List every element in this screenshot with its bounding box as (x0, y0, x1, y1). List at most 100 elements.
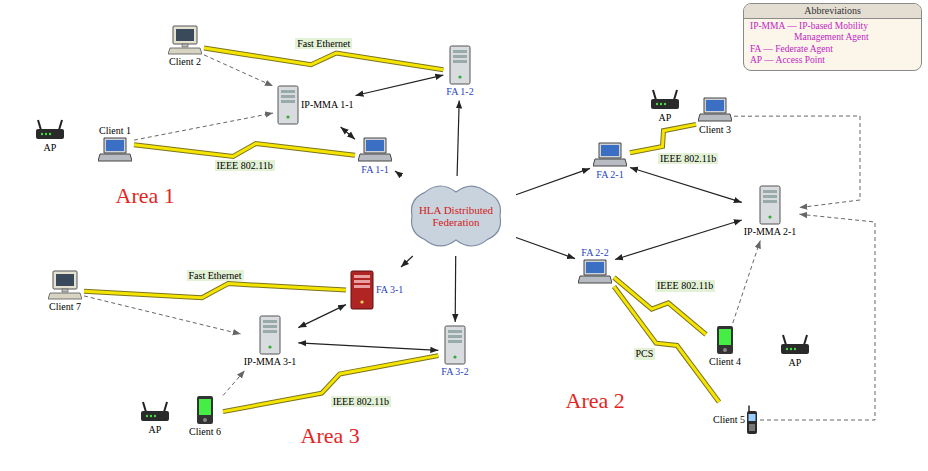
router-icon (140, 401, 170, 423)
device-label: AP (149, 424, 162, 436)
link-label-holder: IEEE 802.11b (215, 160, 275, 172)
laptop-icon (578, 259, 612, 285)
device-label: FA 2-1 (596, 169, 623, 181)
device-label: FA 1-1 (361, 164, 388, 176)
federation-link (298, 305, 346, 328)
cloud-label-holder: Area 3 (301, 423, 360, 448)
link-label: PCS (634, 348, 656, 360)
wireless-link (630, 124, 696, 152)
icon-part (763, 195, 777, 198)
device-label: IP-MMA 3-1 (244, 356, 297, 368)
icon-part (281, 100, 295, 103)
device-node: IP-MMA 2-1 (744, 185, 797, 238)
laptop-icon (98, 137, 132, 163)
cloud-label-holder: Area 1 (116, 183, 175, 208)
icon-part (263, 325, 277, 328)
redserver-icon (349, 270, 375, 310)
device-label: FA 1-2 (446, 86, 473, 98)
laptop-icon (698, 97, 732, 123)
icon-part (719, 329, 731, 345)
icon-part (260, 316, 280, 354)
router-icon (780, 334, 810, 356)
icon-part (781, 344, 809, 354)
device-label: FA 3-1 (376, 284, 403, 296)
device-label: FA 2-2 (581, 247, 608, 259)
bolt-fill (630, 124, 696, 152)
icon-part (458, 75, 461, 78)
icon-part (723, 348, 727, 352)
wireless-link (84, 284, 346, 298)
icon-part (36, 129, 64, 139)
icon-part (783, 335, 786, 345)
laptop-icon (593, 142, 627, 168)
icon-part (448, 335, 462, 338)
icon-part (366, 140, 384, 151)
device-label: Client 3 (699, 124, 731, 136)
device-node: IP-MMA 1-1 (276, 85, 354, 125)
abbreviation-heading: Abbreviations (744, 4, 921, 19)
icon-part (448, 330, 462, 333)
bolt-fill (204, 48, 443, 70)
device-label: Client 7 (49, 301, 81, 313)
icon-part (154, 415, 156, 417)
device-label: IP-MMA 2-1 (744, 226, 797, 238)
device-label: Client 5 (713, 414, 745, 426)
icon-part (656, 103, 658, 105)
link-label: IEEE 802.11b (215, 160, 275, 172)
device-node: FA 3-1 (349, 270, 403, 310)
registration-link (84, 296, 241, 334)
device-node: Client 6 (189, 395, 221, 438)
device-label: IP-MMA 1-1 (301, 99, 354, 111)
icon-part (445, 326, 465, 364)
icon-part (653, 90, 656, 100)
icon-part (199, 399, 211, 415)
wireless-link (204, 48, 443, 70)
device-label: Client 6 (189, 426, 221, 438)
icon-part (98, 154, 132, 161)
icon-part (448, 340, 462, 343)
icon-part (660, 103, 662, 105)
device-node: FA 1-1 (358, 137, 392, 176)
bolt-outline (204, 48, 443, 70)
icon-part (62, 289, 68, 292)
icon-part (146, 415, 148, 417)
cloud-shape (8, 245, 502, 468)
icon-part (364, 138, 386, 153)
icon-part (268, 345, 271, 348)
link-label: Fast Ethernet (295, 38, 352, 50)
abbreviation-entry: AP — Access Point (744, 55, 921, 66)
icon-part (150, 415, 152, 417)
device-node: Client 7 (48, 270, 82, 313)
federation-link (455, 256, 457, 322)
registration-link (734, 116, 860, 208)
icon-part (763, 190, 777, 193)
icon-part (786, 348, 788, 350)
icon-part (182, 44, 188, 47)
device-node: Client 4 (709, 325, 741, 368)
icon-part (453, 55, 467, 58)
device-node: Client 2 (168, 25, 202, 68)
desktop-icon (168, 25, 202, 55)
cloud-shape (8, 2, 518, 240)
icon-part (286, 115, 289, 118)
device-node: Client 1 (98, 125, 132, 164)
icon-part (706, 100, 724, 111)
icon-part (164, 402, 167, 412)
icon-part (760, 186, 780, 224)
device-node: AP (650, 89, 680, 124)
link-label-holder: IEEE 802.11b (658, 153, 718, 165)
device-label: FA 3-2 (441, 366, 468, 378)
icon-part (41, 133, 43, 135)
area-label: Area 3 (301, 423, 360, 448)
bolt-fill (614, 287, 719, 402)
icon-part (141, 411, 169, 421)
device-node: IP-MMA 3-1 (244, 315, 297, 368)
server-icon (258, 315, 282, 355)
link-label: Fast Ethernet (187, 270, 244, 282)
icon-part (53, 271, 77, 289)
icon-part (599, 143, 621, 158)
wireless-link (614, 287, 719, 402)
icon-part (651, 99, 679, 109)
icon-part (354, 280, 370, 283)
server-icon (443, 325, 467, 365)
